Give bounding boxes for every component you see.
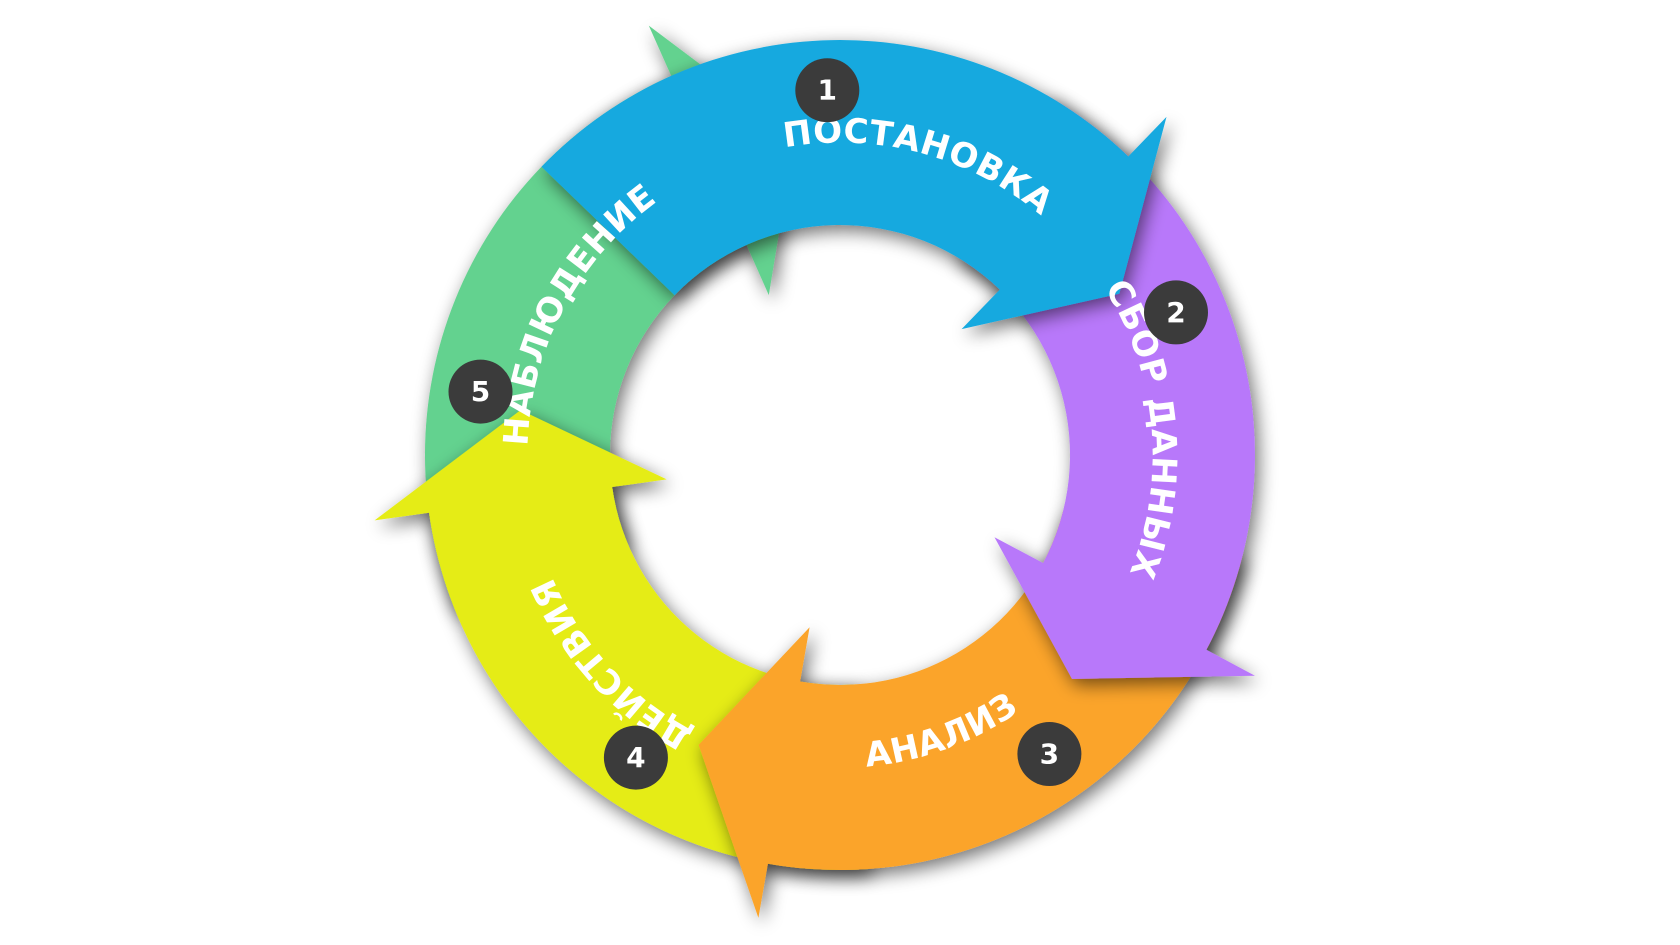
step-badge-1: 1 — [795, 58, 860, 123]
step-badge-2-number: 2 — [1166, 296, 1185, 329]
step-badge-1-circle — [795, 58, 860, 123]
step-badge-3: 3 — [1017, 722, 1082, 786]
step-badge-1-number: 1 — [818, 74, 837, 107]
step-badge-4: 4 — [603, 725, 668, 790]
cycle-segment-1 — [541, 40, 1167, 330]
step-badge-3-number: 3 — [1040, 738, 1059, 771]
step-badge-3-circle — [1017, 722, 1082, 786]
step-badge-5: 5 — [448, 359, 513, 424]
step-badge-4-circle — [603, 725, 668, 790]
step-badge-5-circle — [448, 359, 513, 424]
step-badge-2: 2 — [1144, 280, 1208, 345]
step-badge-4-number: 4 — [626, 741, 645, 774]
step-badge-5-number: 5 — [471, 375, 490, 408]
step-badge-2-circle — [1144, 280, 1208, 345]
